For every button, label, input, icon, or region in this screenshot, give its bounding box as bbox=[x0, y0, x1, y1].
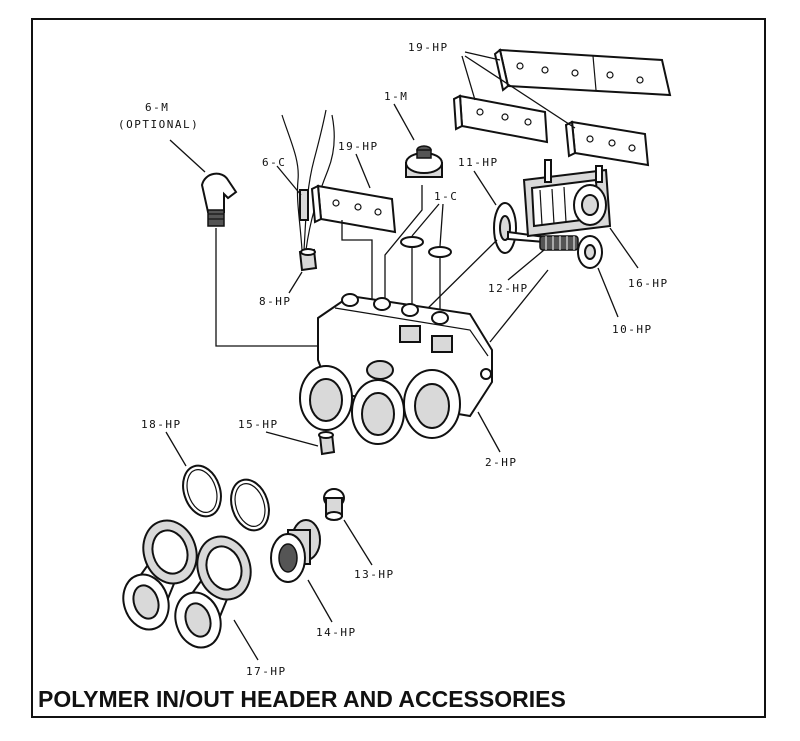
label-6m: 6-M bbox=[145, 101, 169, 114]
clip-19hp-top bbox=[493, 48, 672, 97]
wires-6c bbox=[281, 109, 335, 251]
clip-19hp-left bbox=[452, 94, 549, 144]
label-15hp: 15-HP bbox=[238, 418, 279, 431]
diagram-caption: POLYMER IN/OUT HEADER AND ACCESSORIES bbox=[38, 686, 566, 712]
label-10hp: 10-HP bbox=[612, 323, 653, 336]
valve-6m bbox=[200, 172, 238, 227]
label-18hp: 18-HP bbox=[141, 418, 182, 431]
clip-19hp-right bbox=[564, 120, 650, 167]
cap-10hp bbox=[577, 235, 603, 269]
tails-17hp bbox=[122, 519, 252, 649]
cartridge-14hp bbox=[270, 519, 321, 583]
caps-1c bbox=[400, 236, 452, 258]
label-6m-note: (OPTIONAL) bbox=[118, 118, 199, 131]
label-19hp-mid: 19-HP bbox=[338, 140, 379, 153]
bracket-16hp bbox=[522, 159, 612, 238]
label-2hp: 2-HP bbox=[485, 456, 518, 469]
label-1c: 1-C bbox=[434, 190, 458, 203]
label-13hp: 13-HP bbox=[354, 568, 395, 581]
label-19hp-top: 19-HP bbox=[408, 41, 449, 54]
label-17hp: 17-HP bbox=[246, 665, 287, 678]
label-12hp: 12-HP bbox=[488, 282, 529, 295]
part-1m bbox=[405, 145, 443, 178]
spring-12hp bbox=[539, 235, 579, 251]
disk-11hp bbox=[493, 202, 546, 254]
label-11hp: 11-HP bbox=[458, 156, 499, 169]
fitting-8hp bbox=[298, 248, 318, 272]
header-body-2hp bbox=[299, 293, 493, 445]
plug-13hp bbox=[323, 488, 345, 521]
part-labels: 19-HP 6-M (OPTIONAL) 1-M 19-HP 6-C 11-HP… bbox=[118, 41, 669, 678]
label-8hp: 8-HP bbox=[259, 295, 292, 308]
clip-19hp-mid bbox=[310, 184, 397, 234]
diagram-frame bbox=[31, 18, 766, 718]
label-16hp: 16-HP bbox=[628, 277, 669, 290]
orings-18hp bbox=[182, 464, 270, 532]
label-14hp: 14-HP bbox=[316, 626, 357, 639]
plug-15hp bbox=[318, 431, 336, 456]
label-1m: 1-M bbox=[384, 90, 408, 103]
label-6c: 6-C bbox=[262, 156, 286, 169]
